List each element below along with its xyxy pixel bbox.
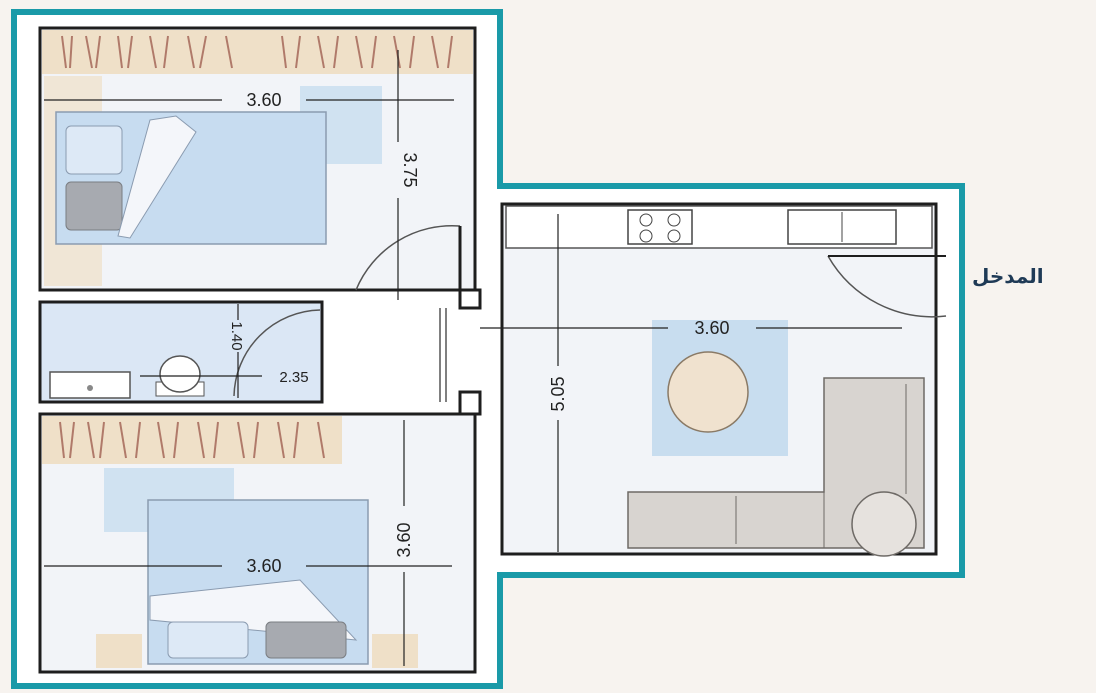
stove xyxy=(627,209,693,245)
bathroom xyxy=(38,300,324,404)
dimension-lines xyxy=(44,50,902,666)
coffee-table xyxy=(667,351,749,433)
dim-living-length: 5.05 xyxy=(548,376,568,411)
closet-1 xyxy=(42,30,473,74)
bedroom-1 xyxy=(38,26,477,292)
nightstand xyxy=(96,634,142,668)
dim-living-width: 3.60 xyxy=(694,318,729,338)
bedroom-2 xyxy=(38,412,477,674)
blanket-fold xyxy=(117,115,197,239)
dim-bedroom1-length: 3.75 xyxy=(400,152,420,187)
pillow xyxy=(167,621,249,659)
toilet-bowl xyxy=(159,355,201,393)
dim-bedroom1-width: 3.60 xyxy=(246,90,281,110)
ottoman xyxy=(851,491,917,557)
nightstand xyxy=(372,634,418,668)
entrance-label: المدخل xyxy=(972,264,1044,288)
dim-bedroom2-length: 3.60 xyxy=(394,522,414,557)
pillow xyxy=(265,621,347,659)
pillow xyxy=(65,181,123,231)
dim-bath-width: 2.35 xyxy=(279,369,308,386)
entrance-door-swing xyxy=(827,255,947,318)
bathroom-door-swing xyxy=(233,309,321,397)
dim-bath-height: 1.40 xyxy=(228,321,245,350)
pillow xyxy=(65,125,123,175)
dim-bedroom2-width: 3.60 xyxy=(246,556,281,576)
living-room xyxy=(500,202,947,557)
